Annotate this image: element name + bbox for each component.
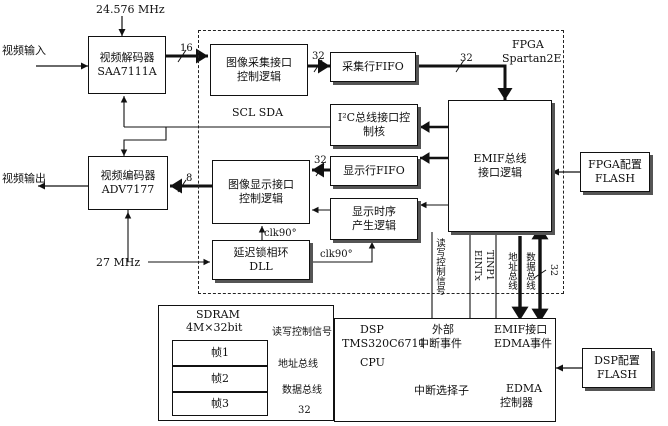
capture-control-line2: 控制逻辑 [237,70,281,83]
i2c-core-line1: I²C总线接口控 [337,111,411,124]
sdram-size: 4M×32bit [186,321,243,334]
video-encoder-box: 视频编码器 ADV7177 [88,156,168,210]
video-decoder-model: SAA7111A [97,65,157,78]
video-decoder-title: 视频解码器 [99,51,155,64]
dsp-label: DSP [360,323,384,336]
i2c-core-line2: 制核 [363,125,385,138]
sdram-frame-1-label: 帧1 [211,346,229,359]
scl-sda-label: SCL SDA [232,106,284,119]
eintx-label: EINTx [472,250,483,281]
sdram-frame-2-label: 帧2 [211,372,229,385]
capture-line-fifo-label: 采集行FIFO [342,60,404,73]
sdram-frame-3: 帧3 [172,392,268,416]
dsp-cpu-label: CPU [360,356,385,369]
bus-width-emif-data: 32 [548,264,559,277]
edma-event-label: EDMA事件 [494,337,553,350]
clock-24mhz-label: 24.576 MHz [96,3,165,16]
dsp-flash-box: DSP配置 FLASH [582,348,652,388]
display-control-line2: 控制逻辑 [239,192,283,205]
video-encoder-title: 视频编码器 [100,169,156,182]
display-timing-line1: 显示时序 [352,205,396,218]
dsp-emif-port-label: EMIF接口 [494,323,548,336]
sdram-title: SDRAM [196,308,240,321]
emif-logic-box: EMIF总线 接口逻辑 [448,100,552,232]
capture-control-box: 图像采集接口 控制逻辑 [210,44,308,96]
bus-width-decoder: 16 [180,43,193,54]
emif-logic-line1: EMIF总线 [473,152,527,165]
video-output-label: 视频输出 [2,172,46,185]
emif-logic-line2: 接口逻辑 [478,166,522,179]
sdram-frame-2: 帧2 [172,366,268,392]
fpga-label: FPGA [512,38,544,51]
video-decoder-box: 视频解码器 SAA7111A [88,36,166,94]
dsp-flash-line2: FLASH [596,368,637,381]
sdram-frame-1: 帧1 [172,340,268,366]
tinp1-label: TINP1 [484,250,495,281]
data-bus-vertical-label: 数据总线 [524,252,535,290]
dll-line1: 延迟锁相环 [233,246,289,259]
bus-width-capture: 32 [312,51,325,62]
display-timing-line2: 产生逻辑 [352,219,396,232]
addr-bus-horizontal-label: 地址总线 [278,359,318,370]
clk90-display-label: clk90° [264,228,297,239]
sdram-frame-3-label: 帧3 [211,397,229,410]
bus-width-encoder: 8 [186,173,193,184]
dll-line2: DLL [249,260,273,273]
bus-width-fifo-emif: 32 [460,53,473,64]
video-encoder-model: ADV7177 [101,183,155,196]
clock-27mhz-label: 27 MHz [96,256,141,269]
edma-ctrl-label: EDMA [506,382,543,395]
clk90-timing-label: clk90° [320,249,353,260]
rw-ctrl-vertical-label: 读写控制信号 [434,238,445,295]
dsp-model: TMS320C6711 [342,337,426,350]
fpga-flash-box: FPGA配置 FLASH [580,152,650,192]
bus-width-display: 32 [314,155,327,166]
capture-line-fifo-box: 采集行FIFO [330,52,416,82]
dll-box: 延迟锁相环 DLL [212,240,310,280]
ext-irq-label: 外部 [432,323,454,336]
fpga-flash-line2: FLASH [594,172,635,185]
display-line-fifo-box: 显示行FIFO [330,156,418,186]
ext-irq-event-label: 中断事件 [418,337,462,350]
addr-bus-vertical-label: 地址总线 [506,252,517,290]
edma-ctrl-label-2: 控制器 [500,396,533,409]
capture-control-line1: 图像采集接口 [226,56,292,69]
dsp-flash-line1: DSP配置 [594,354,640,367]
i2c-core-box: I²C总线接口控 制核 [330,104,418,146]
fpga-region [198,30,564,294]
display-control-line1: 图像显示接口 [228,178,294,191]
rw-ctrl-horizontal-label: 读写控制信号 [272,327,332,338]
data-bus-horizontal-label: 数据总线 [282,385,322,396]
bus-width-sdram: 32 [298,405,311,416]
video-input-label: 视频输入 [2,44,46,57]
irq-selector-label: 中断选择子 [414,384,469,397]
display-control-box: 图像显示接口 控制逻辑 [212,160,310,224]
display-timing-box: 显示时序 产生逻辑 [330,198,418,240]
fpga-flash-line1: FPGA配置 [588,158,642,171]
display-line-fifo-label: 显示行FIFO [343,164,405,177]
dsp-box [334,318,556,422]
fpga-model-label: Spartan2E [502,52,562,65]
